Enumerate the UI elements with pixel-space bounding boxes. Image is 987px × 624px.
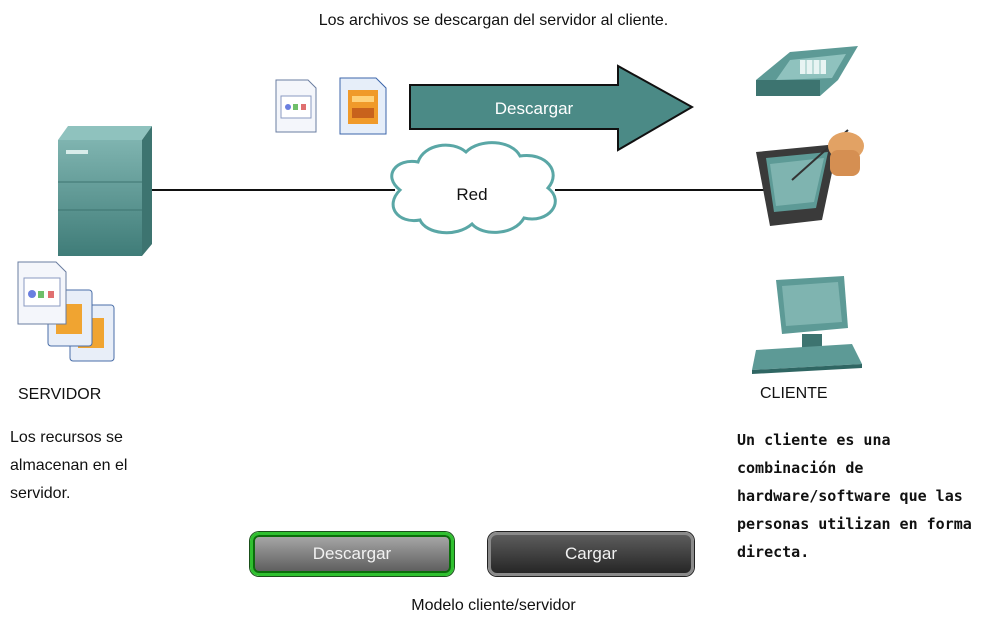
server-label: SERVIDOR xyxy=(18,386,102,403)
arrow-label: Descargar xyxy=(495,99,574,118)
upload-button[interactable]: Cargar xyxy=(488,532,694,576)
server-documents-icon xyxy=(17,261,115,362)
bottom-caption: Modelo cliente/servidor xyxy=(411,597,576,614)
pda-icon xyxy=(756,129,864,226)
network-label: Red xyxy=(456,185,487,204)
client-description: Un cliente es una combinación de hardwar… xyxy=(737,431,972,561)
download-arrow: Descargar xyxy=(409,64,695,152)
client-label: CLIENTE xyxy=(760,385,828,402)
document-icon xyxy=(275,79,317,133)
network-cloud-icon: Red xyxy=(390,141,557,235)
top-caption: Los archivos se descargan del servidor a… xyxy=(318,12,669,29)
download-button[interactable]: Descargar xyxy=(250,532,454,576)
server-icon xyxy=(58,126,152,256)
desktop-computer-icon xyxy=(752,276,862,374)
telephone-icon xyxy=(756,46,858,96)
server-description: Los recursos se almacenan en el servidor… xyxy=(10,429,128,502)
image-file-icon xyxy=(339,77,387,135)
